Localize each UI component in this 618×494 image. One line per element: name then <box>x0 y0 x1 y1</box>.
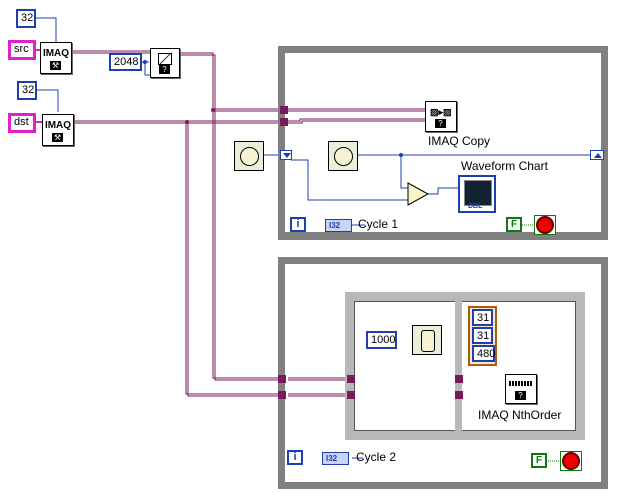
chart-dbl-tag: DBL <box>468 203 483 210</box>
nth-order-constant[interactable]: 480 <box>472 345 495 362</box>
waveform-chart-label: Waveform Chart <box>461 159 548 173</box>
imaq-create-dst-node[interactable]: IMAQ ⚒ <box>42 114 74 146</box>
dst-name-constant[interactable]: dst <box>8 113 36 133</box>
cycle2-dst-tunnel <box>278 391 286 399</box>
stop-icon <box>562 452 580 470</box>
cycle1-dst-tunnel <box>280 118 288 126</box>
cycle1-label: Cycle 1 <box>358 217 399 231</box>
shift-register-up-icon <box>594 153 602 158</box>
imaq-create-dst-icon: ⚒ <box>52 133 63 142</box>
cycle1-src-tunnel <box>280 106 288 114</box>
imaq-create-src-icon: ⚒ <box>50 61 61 70</box>
cycle2-iteration-terminal: i <box>287 450 303 465</box>
nth-y-constant[interactable]: 31 <box>472 327 493 344</box>
chart-icon <box>464 180 492 206</box>
imaq-copy-badge: ? <box>435 119 446 128</box>
cycle2-i32-indicator[interactable]: I32 <box>322 452 349 465</box>
buffer-config-node[interactable]: ? <box>150 48 180 78</box>
waveform-chart-terminal[interactable]: DBL <box>458 175 496 213</box>
buffer-config-badge: ? <box>159 65 170 74</box>
seq-src-tunnel-1 <box>347 375 355 383</box>
tick-count-outer[interactable] <box>234 141 264 171</box>
src-width-constant[interactable]: 32 <box>16 9 36 28</box>
imaq-create-src-node[interactable]: IMAQ ⚒ <box>40 42 72 74</box>
width-wire-bottom <box>36 89 59 112</box>
dst-width-constant[interactable]: 32 <box>17 81 37 100</box>
stop-icon <box>536 216 554 234</box>
nthorder-icon <box>509 381 533 386</box>
shift-register-down-icon <box>283 153 291 158</box>
shift-register-right <box>590 150 604 160</box>
watch-icon <box>421 330 435 352</box>
nth-x-constant[interactable]: 31 <box>472 309 493 326</box>
cycle2-label: Cycle 2 <box>356 450 397 464</box>
nthorder-badge: ? <box>515 391 526 400</box>
add-node <box>407 182 430 206</box>
imaq-copy-icon: ▨▸▨ <box>430 107 452 117</box>
imaq-create-dst-label: IMAQ <box>44 120 72 131</box>
buffer-size-constant[interactable]: 2048 <box>109 53 142 71</box>
width-wire-top <box>35 17 57 42</box>
clock-icon <box>240 147 259 166</box>
cycle2-while-loop[interactable] <box>278 257 608 489</box>
cycle2-false-constant[interactable]: F <box>531 453 547 468</box>
cycle2-src-tunnel <box>278 375 286 383</box>
cycle2-stop-terminal[interactable] <box>560 451 582 471</box>
buffer-config-icon <box>158 53 172 65</box>
cycle1-iteration-terminal: i <box>290 217 306 232</box>
tick-count-inner[interactable] <box>328 141 358 171</box>
seq-dst-tunnel-1 <box>347 391 355 399</box>
seq-dst-tunnel-2 <box>455 391 463 399</box>
cycle1-stop-terminal[interactable] <box>534 215 556 235</box>
cycle1-while-loop[interactable] <box>278 46 608 240</box>
imaq-nthorder-label: IMAQ NthOrder <box>478 408 562 422</box>
src-name-constant[interactable]: src <box>8 40 36 60</box>
imaq-create-src-label: IMAQ <box>42 48 70 59</box>
clock-icon <box>334 147 353 166</box>
cycle1-i32-indicator[interactable]: I32 <box>325 219 352 232</box>
imaq-copy-label: IMAQ Copy <box>428 134 491 148</box>
imaq-nthorder-node[interactable]: ? <box>505 374 537 404</box>
wait-ms-node[interactable] <box>412 325 442 355</box>
shift-register-left <box>280 150 292 160</box>
sequence-frame-divider <box>455 300 462 432</box>
imaq-copy-node[interactable]: ▨▸▨ ? <box>425 101 457 132</box>
flat-sequence-structure[interactable] <box>345 292 585 440</box>
seq-src-tunnel-2 <box>455 375 463 383</box>
cycle1-false-constant[interactable]: F <box>506 217 522 232</box>
wait-ms-constant[interactable]: 1000 <box>366 331 397 349</box>
